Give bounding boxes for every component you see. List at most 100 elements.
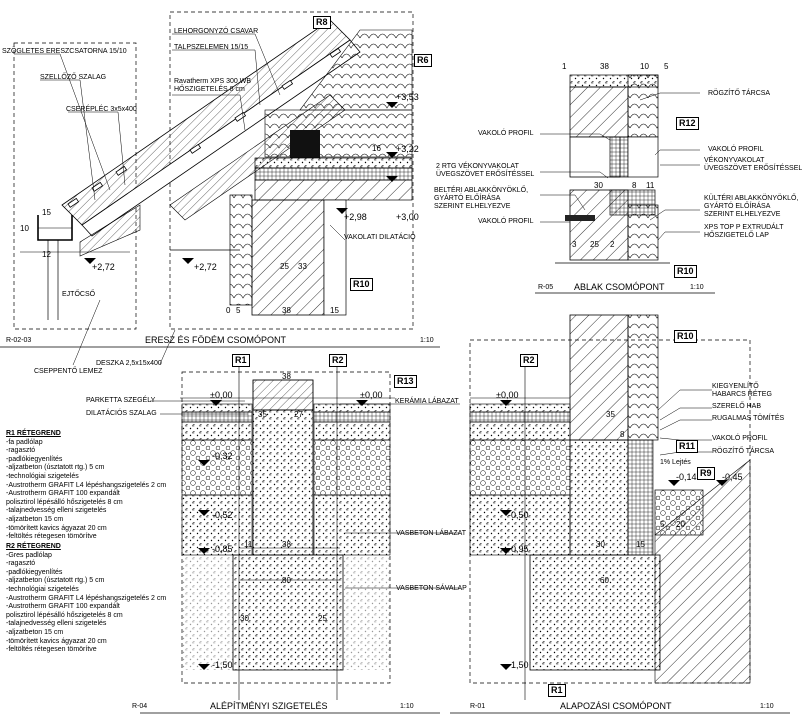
label-plaster-joint: VAKOLATI DILATÁCIÓ bbox=[344, 234, 416, 241]
level-mark: -0,14 bbox=[676, 472, 697, 482]
dimension: 20 bbox=[676, 520, 685, 529]
dimension: 25 bbox=[590, 240, 599, 249]
dimension: 30 bbox=[596, 540, 605, 549]
dimension: 12 bbox=[42, 250, 51, 259]
legend-item: polisztirol lépésálló hőszigetelés 8 cm bbox=[6, 498, 123, 506]
dimension: 5 bbox=[660, 520, 665, 529]
level-mark: -0,45 bbox=[722, 472, 743, 482]
level-mark: ±0,00 bbox=[210, 390, 233, 400]
label-fixing-disc: RÖGZÍTŐ TÁRCSA bbox=[712, 448, 775, 455]
legend-item: -ragasztó bbox=[6, 560, 36, 568]
detail-tag-r9: R9 bbox=[697, 467, 715, 480]
dimension: 38 bbox=[282, 540, 291, 549]
label-tile-batten: CSERÉPLÉC 3x5x400 bbox=[66, 106, 137, 113]
detail-tag-r10: R10 bbox=[674, 330, 697, 343]
legend-item: -tömörített kavics ágyazat 20 cm bbox=[6, 524, 107, 532]
dimension: 3 bbox=[572, 240, 577, 249]
dimension: 60 bbox=[600, 576, 609, 585]
level-mark: +2,98 bbox=[344, 212, 367, 222]
detail-tag-r10: R10 bbox=[350, 278, 373, 291]
dimension: 33 bbox=[298, 262, 307, 271]
level-mark: ±0,00 bbox=[360, 390, 383, 400]
label-thin-render: VÉKONYVAKOLAT ÜVEGSZÖVET ERŐSÍTÉSSEL bbox=[704, 157, 802, 172]
legend-item: -feltöltés rétegesen tömörítve bbox=[6, 646, 97, 654]
label-levelling-mortar: KIEGYENLÍTŐ HABARCS RÉTEG bbox=[712, 383, 772, 398]
dimension: 25 bbox=[280, 262, 289, 271]
drawing-title: ABLAK CSOMÓPONT bbox=[574, 282, 665, 292]
label-plaster-profile: VAKOLÓ PROFIL bbox=[708, 146, 764, 153]
legend-item: -padlókiegyenlítés bbox=[6, 568, 63, 576]
drawing-title: ERESZ ÉS FÖDÉM CSOMÓPONT bbox=[145, 335, 287, 345]
level-mark: -0,50 bbox=[508, 510, 529, 520]
dimension: 5 bbox=[664, 62, 669, 71]
label-mounting-foam: SZERELŐ HAB bbox=[712, 403, 762, 410]
legend-item: -talajnedvesség elleni szigetelés bbox=[6, 507, 107, 515]
drawing-code: R-02-03 bbox=[6, 337, 32, 344]
drawing-code: R-05 bbox=[538, 284, 554, 291]
drawing-scale: 1:10 bbox=[690, 284, 704, 291]
level-mark: -0,95 bbox=[508, 544, 529, 554]
level-mark: -0,85 bbox=[212, 544, 233, 554]
dimension: 30 bbox=[594, 181, 603, 190]
dimension: 30 bbox=[240, 614, 249, 623]
label-exterior-sill: KÜLTÉRI ABLAKKÖNYÖKLŐ, GYÁRTÓ ELŐÍRÁSA S… bbox=[704, 195, 799, 218]
legend-item: polisztirol lépésálló hőszigetelés 8 cm bbox=[6, 611, 123, 619]
label-anchor-bolt: LEHORGONYZÓ CSAVAR bbox=[174, 28, 259, 35]
level-mark: ±0,00 bbox=[496, 390, 519, 400]
label-render-2layer: 2 RTG VÉKONYVAKOLAT ÜVEGSZÖVET ERŐSÍTÉSS… bbox=[436, 163, 535, 178]
drawing-scale: 1:10 bbox=[400, 703, 414, 710]
dimension: 38 bbox=[600, 62, 609, 71]
dimension: 35 bbox=[606, 410, 615, 419]
dimension: 16 bbox=[372, 144, 381, 153]
dimension: 15 bbox=[330, 306, 339, 315]
label-rc-strip-footing: VASBETON SÁVALAP bbox=[396, 585, 467, 592]
label-rc-plinth: VASBETON LÁBAZAT bbox=[396, 530, 467, 537]
drawing-title: ALAPOZÁSI CSOMÓPONT bbox=[560, 701, 672, 711]
dimension: 10 bbox=[640, 62, 649, 71]
dimension: 38 bbox=[282, 372, 291, 381]
label-expansion-strip: DILATÁCIÓS SZALAG bbox=[86, 410, 157, 417]
drawing-scale: 1:10 bbox=[420, 337, 434, 344]
foundation-detail-linework bbox=[450, 314, 790, 714]
label-slope: 1% Lejtés bbox=[660, 459, 691, 466]
label-plaster-profile: VAKOLÓ PROFIL bbox=[712, 435, 768, 442]
drawing-title: ALÉPÍTMÉNYI SZIGETELÉS bbox=[210, 701, 328, 711]
substructure-detail-linework bbox=[140, 366, 460, 714]
legend-item: -aljzatbeton (úsztatott rtg.) 5 cm bbox=[6, 577, 105, 585]
legend-item: -technológiai szigetelés bbox=[6, 472, 79, 480]
drawing-code: R-01 bbox=[470, 703, 486, 710]
detail-tag-r2: R2 bbox=[520, 354, 538, 367]
dimension: 27 bbox=[294, 410, 303, 419]
detail-tag-r10: R10 bbox=[674, 265, 697, 278]
legend-item: -fa padlólap bbox=[6, 438, 43, 446]
level-mark: +3,22 bbox=[396, 144, 419, 154]
label-ceramic-plinth: KERÁMIA LÁBAZAT bbox=[395, 398, 459, 405]
dimension: 80 bbox=[282, 576, 291, 585]
dimension: 15 bbox=[42, 208, 51, 217]
label-downpipe: EJTŐCSŐ bbox=[62, 291, 96, 298]
level-mark: -0,52 bbox=[212, 510, 233, 520]
legend-heading: R1 RÉTEGREND bbox=[6, 430, 61, 437]
dimension: 10 bbox=[20, 224, 29, 233]
dimension: 11 bbox=[646, 181, 655, 190]
label-interior-sill: BELTÉRI ABLAKKÖNYÖKLŐ, GYÁRTÓ ELŐÍRÁSA S… bbox=[434, 187, 529, 210]
detail-tag-r12: R12 bbox=[676, 117, 699, 130]
label-flexible-seal: RUGALMAS TÖMÍTÉS bbox=[712, 415, 785, 422]
dimension: 25 bbox=[318, 614, 327, 623]
legend-item: -tömörített kavics ágyazat 20 cm bbox=[6, 637, 107, 645]
label-xps-board: XPS TOP P EXTRUDÁLT HŐSZIGETELŐ LAP bbox=[704, 224, 784, 239]
dimension: 8 bbox=[620, 430, 625, 439]
label-gutter: SZÖGLETES ERESZCSATORNA 15/10 bbox=[2, 48, 127, 55]
level-mark: -1,50 bbox=[508, 660, 529, 670]
legend-item: -aljzatbeton 15 cm bbox=[6, 515, 64, 523]
legend-item: -Austrotherm GRAFIT L4 lépéshangszigetel… bbox=[6, 594, 167, 602]
level-mark: -0,32 bbox=[212, 451, 233, 461]
detail-tag-r1: R1 bbox=[548, 684, 566, 697]
level-mark: +2,72 bbox=[92, 262, 115, 272]
label-wall-plate: TALPSZELEMEN 15/15 bbox=[174, 44, 249, 51]
layer-legend-r2: R2 RÉTEGREND -Gres padlólap -ragasztó -p… bbox=[6, 543, 166, 655]
label-fixing-disc: RÖGZÍTŐ TÁRCSA bbox=[708, 90, 771, 97]
label-plaster-profile: VAKOLÓ PROFIL bbox=[478, 130, 534, 137]
